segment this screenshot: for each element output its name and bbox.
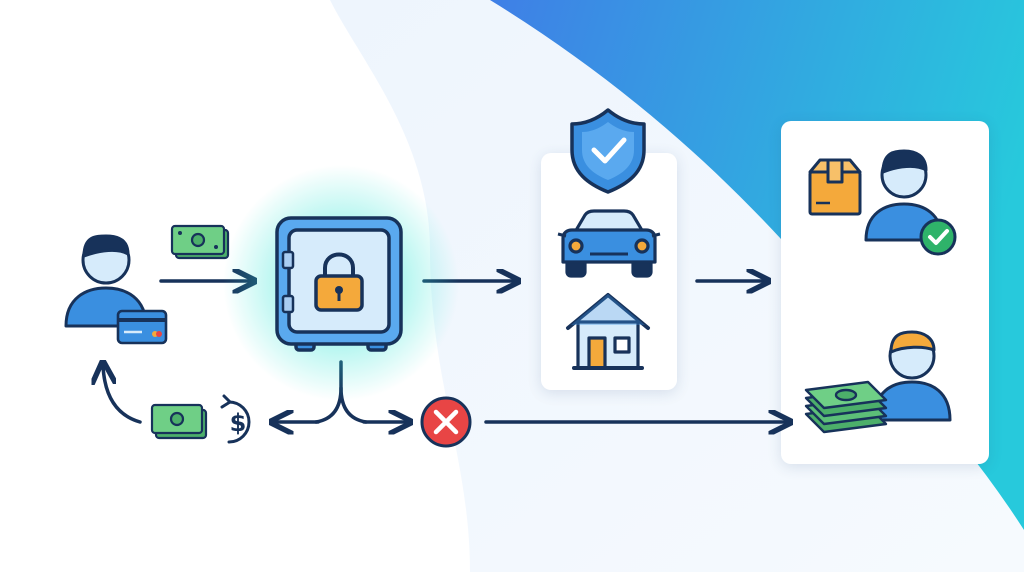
shield-check-icon xyxy=(570,108,646,194)
sender-user-icon xyxy=(64,234,148,328)
package-icon xyxy=(808,158,862,216)
house-icon xyxy=(566,293,650,370)
credit-card-icon xyxy=(116,309,168,345)
cash-icon xyxy=(170,224,230,260)
car-icon xyxy=(557,209,661,278)
arrow-refund-to-sender xyxy=(103,365,142,424)
user-verified-icon xyxy=(864,149,957,256)
cash-stack-icon xyxy=(804,380,888,434)
refund-dollar-symbol: $ xyxy=(230,409,247,437)
locked-safe-icon xyxy=(275,216,403,352)
refund-dollar-icon: $ xyxy=(220,394,251,444)
refund-cash-icon xyxy=(150,403,208,440)
reject-x-icon xyxy=(420,396,472,448)
